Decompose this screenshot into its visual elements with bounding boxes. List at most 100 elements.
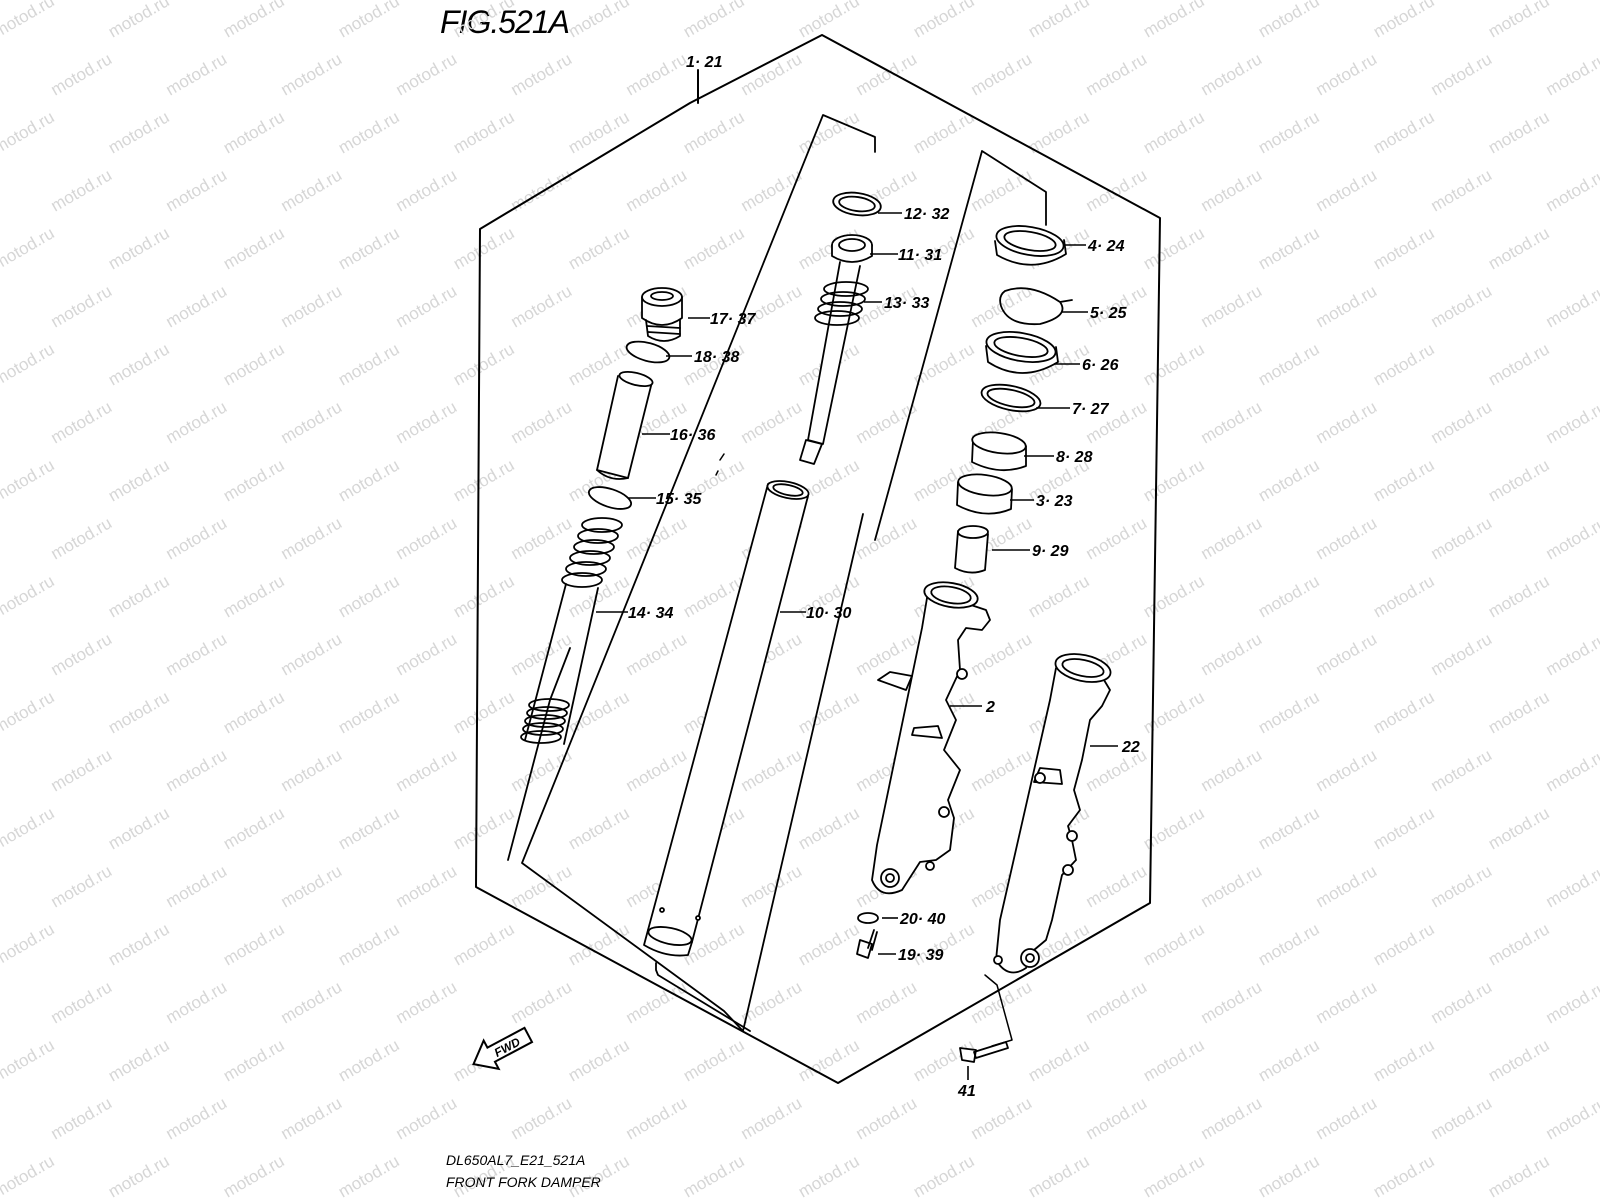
watermark-text: motod.ru xyxy=(1428,977,1496,1027)
part-oil-lock-9 xyxy=(954,525,989,574)
watermark-text: motod.ru xyxy=(393,49,461,99)
watermark-text: motod.ru xyxy=(0,0,58,41)
watermark-text: motod.ru xyxy=(910,339,978,389)
figure-title: FIG.521A xyxy=(440,4,570,40)
watermark-text: motod.ru xyxy=(1370,571,1438,621)
watermark-text: motod.ru xyxy=(795,919,863,969)
watermark-text: motod.ru xyxy=(508,513,576,563)
watermark-text: motod.ru xyxy=(163,165,231,215)
watermark-text: motod.ru xyxy=(565,107,633,157)
watermark-text: motod.ru xyxy=(48,1093,116,1143)
watermark-text: motod.ru xyxy=(105,687,173,737)
part-outer-tube-2 xyxy=(871,581,991,895)
watermark-text: motod.ru xyxy=(335,1151,403,1200)
watermark-text: motod.ru xyxy=(910,0,978,41)
watermark-text: motod.ru xyxy=(393,745,461,795)
callout-41: 41 xyxy=(957,1083,976,1100)
watermark-text: motod.ru xyxy=(1485,571,1553,621)
watermark-text: motod.ru xyxy=(278,629,346,679)
watermark-text: motod.ru xyxy=(335,223,403,273)
watermark-text: motod.ru xyxy=(278,1093,346,1143)
watermark-text: motod.ru xyxy=(48,861,116,911)
watermark-text: motod.ru xyxy=(393,629,461,679)
watermark-text: motod.ru xyxy=(1255,107,1323,157)
watermark-text: motod.ru xyxy=(220,571,288,621)
watermark-text: motod.ru xyxy=(450,339,518,389)
leader-lines xyxy=(596,212,1118,1080)
watermark-text: motod.ru xyxy=(910,1151,978,1200)
watermark-text: motod.ru xyxy=(0,455,58,505)
watermark-text: motod.ru xyxy=(1313,281,1381,331)
callout-22: 22 xyxy=(1121,739,1140,756)
callout-3-23: 3· 23 xyxy=(1036,493,1073,510)
watermark-text: motod.ru xyxy=(968,745,1036,795)
callout-6-26: 6· 26 xyxy=(1082,357,1119,374)
watermark-text: motod.ru xyxy=(105,339,173,389)
watermark-text: motod.ru xyxy=(738,977,806,1027)
watermark-text: motod.ru xyxy=(565,1035,633,1085)
watermark-text: motod.ru xyxy=(278,977,346,1027)
watermark-text: motod.ru xyxy=(795,107,863,157)
watermark-text: motod.ru xyxy=(335,0,403,41)
watermark-text: motod.ru xyxy=(163,629,231,679)
watermark-text: motod.ru xyxy=(1428,861,1496,911)
watermark-text: motod.ru xyxy=(1083,1093,1151,1143)
watermark-text: motod.ru xyxy=(335,803,403,853)
watermark-text: motod.ru xyxy=(1198,397,1266,447)
watermark-text: motod.ru xyxy=(1140,107,1208,157)
watermark-text: motod.ru xyxy=(105,803,173,853)
watermark-text: motod.ru xyxy=(48,629,116,679)
watermark-text: motod.ru xyxy=(1370,455,1438,505)
figure-name: FRONT FORK DAMPER xyxy=(446,1174,601,1190)
watermark-text: motod.ru xyxy=(1543,49,1600,99)
watermark-text: motod.ru xyxy=(163,397,231,447)
watermark-text: motod.ru xyxy=(1255,803,1323,853)
watermark-text: motod.ru xyxy=(1485,223,1553,273)
watermark-text: motod.ru xyxy=(508,397,576,447)
watermark-text: motod.ru xyxy=(1313,49,1381,99)
callout-4-24: 4· 24 xyxy=(1087,238,1125,255)
callout-13-33: 13· 33 xyxy=(884,295,929,312)
watermark-text: motod.ru xyxy=(105,107,173,157)
watermark-text: motod.ru xyxy=(220,1035,288,1085)
watermark-text: motod.ru xyxy=(1255,919,1323,969)
part-washer-15 xyxy=(587,486,633,510)
part-bolt-19 xyxy=(856,929,878,959)
watermark-text: motod.ru xyxy=(0,687,58,737)
watermark-text: motod.ru xyxy=(680,223,748,273)
rod-group-outline xyxy=(521,114,876,1032)
part-rod-top-11 xyxy=(831,234,873,263)
watermark-text: motod.ru xyxy=(738,49,806,99)
callout-18-38: 18· 38 xyxy=(694,349,739,366)
part-snap-ring-12 xyxy=(832,191,882,217)
watermark-text: motod.ru xyxy=(508,165,576,215)
watermark-text: motod.ru xyxy=(1255,223,1323,273)
watermark-text: motod.ru xyxy=(1140,0,1208,41)
watermark-text: motod.ru xyxy=(623,1093,691,1143)
watermark-text: motod.ru xyxy=(508,1093,576,1143)
watermark-text: motod.ru xyxy=(0,1035,58,1085)
callout-17-37: 17· 37 xyxy=(710,311,756,328)
watermark-text: motod.ru xyxy=(393,861,461,911)
watermark-text: motod.ru xyxy=(1198,629,1266,679)
watermark-text: motod.ru xyxy=(1313,165,1381,215)
part-bushing-8 xyxy=(971,431,1027,472)
watermark-text: motod.ru xyxy=(1025,0,1093,41)
watermark-text: motod.ru xyxy=(1313,397,1381,447)
watermark-text: motod.ru xyxy=(508,629,576,679)
watermark-text: motod.ru xyxy=(1370,1151,1438,1200)
watermark-text: motod.ru xyxy=(1313,745,1381,795)
watermark-text: motod.ru xyxy=(335,687,403,737)
watermark-text: motod.ru xyxy=(163,745,231,795)
watermark-text: motod.ru xyxy=(1543,513,1600,563)
callout-9-29: 9· 29 xyxy=(1032,543,1069,560)
rod-group-dash-1 xyxy=(719,453,725,461)
watermark-text: motod.ru xyxy=(1025,1151,1093,1200)
watermark-text: motod.ru xyxy=(623,745,691,795)
callout-1-21: 1· 21 xyxy=(686,54,723,71)
watermark-text: motod.ru xyxy=(1255,687,1323,737)
part-fork-spring-14 xyxy=(520,517,623,745)
watermark-text: motod.ru xyxy=(450,687,518,737)
watermark-text: motod.ru xyxy=(623,165,691,215)
